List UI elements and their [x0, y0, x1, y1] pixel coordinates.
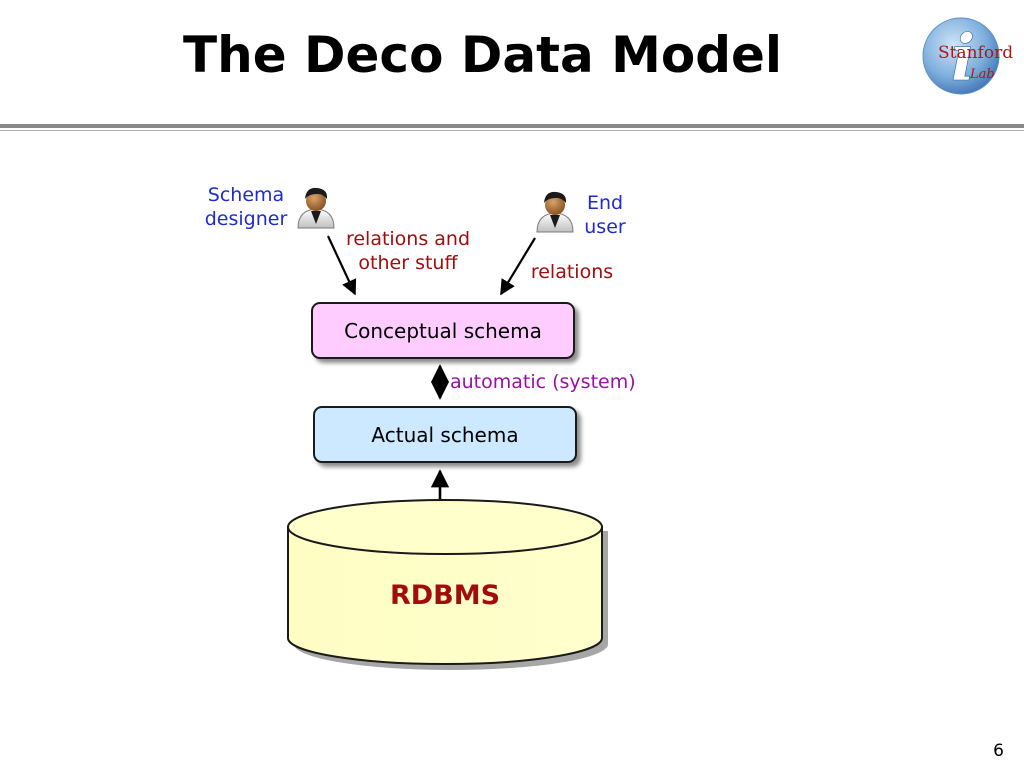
designer-edge-label: relations and other stuff	[345, 228, 471, 274]
title-rule-thin	[0, 130, 1024, 131]
conceptual-schema-box: Conceptual schema	[311, 302, 575, 359]
svg-text:Stanford: Stanford	[938, 43, 1013, 63]
rdbms-cylinder	[287, 499, 608, 670]
rdbms-label: RDBMS	[389, 580, 501, 611]
actual-schema-label: Actual schema	[371, 422, 519, 447]
page-number: 6	[993, 741, 1004, 761]
user-arrow	[500, 237, 536, 296]
automatic-edge-label: automatic (system)	[450, 371, 636, 393]
schema-designer-label: Schema designer	[204, 184, 288, 230]
schema-designer-icon	[297, 187, 335, 229]
actual-schema-box: Actual schema	[313, 406, 577, 463]
conceptual-schema-label: Conceptual schema	[344, 318, 542, 343]
stanford-infolab-logo: i Stanford Lab	[922, 17, 1013, 96]
end-user-label: End user	[584, 192, 626, 238]
user-edge-label: relations	[530, 261, 614, 283]
designer-arrow	[327, 235, 357, 296]
end-user-icon	[536, 191, 574, 233]
slide-title: The Deco Data Model	[183, 26, 783, 84]
svg-text:i: i	[951, 21, 975, 96]
svg-text:Lab: Lab	[969, 67, 995, 82]
title-rule	[0, 124, 1024, 128]
